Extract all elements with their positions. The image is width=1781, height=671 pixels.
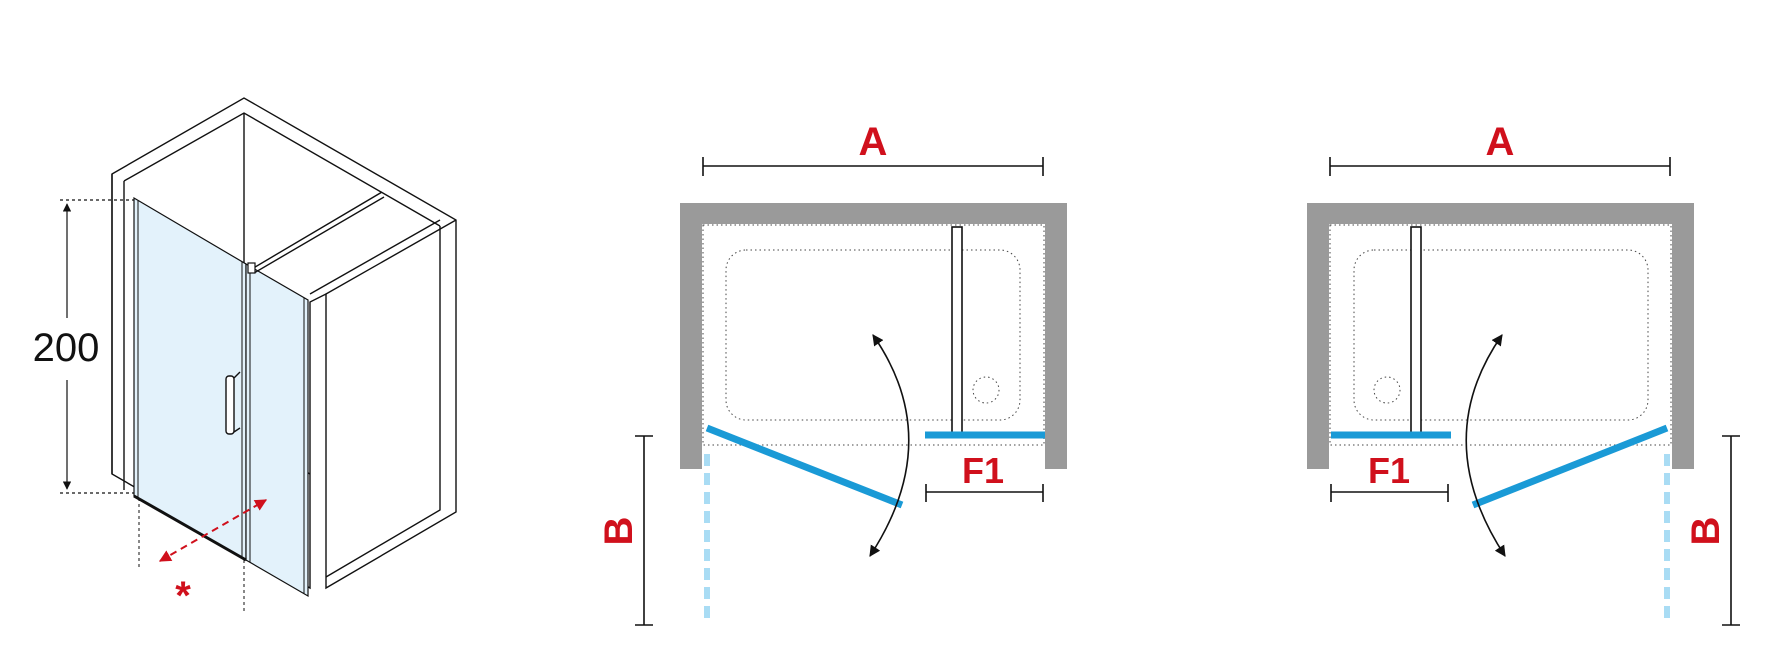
isometric-view: 200 * [33, 97, 457, 618]
plan-left-width-dimension [702, 157, 1044, 176]
plan-right-swing-arrow [1465, 334, 1506, 557]
plan-left-fixed-label: F1 [962, 450, 1004, 491]
plan-left-depth-label: B [597, 517, 641, 546]
height-dimension [60, 199, 134, 494]
plan-left-swing-arrow [869, 334, 910, 557]
plan-right: A F1 B [1307, 120, 1740, 626]
iso-glass [133, 191, 385, 598]
plan-left-drain-icon [972, 376, 1000, 404]
door-handle-icon [225, 371, 241, 435]
opening-note-mark: * [175, 574, 191, 618]
plan-right-drain-icon [1373, 376, 1401, 404]
plan-left-door-panel [705, 424, 904, 509]
plan-right-door-panel [1471, 424, 1669, 509]
iso-fixed-panel [245, 262, 309, 598]
plan-right-fixed-label: F1 [1368, 450, 1410, 491]
plan-left-depth-dimension [635, 435, 653, 626]
opening-dimension: * [138, 498, 268, 618]
plan-right-fixed-dimension [1330, 484, 1449, 502]
plan-left-fixed-dimension [925, 484, 1044, 502]
plan-right-width-dimension [1329, 157, 1671, 176]
plan-right-width-label: A [1486, 120, 1515, 164]
plan-right-depth-dimension [1722, 435, 1740, 626]
plan-right-depth-label: B [1684, 517, 1728, 546]
plan-left: A F1 B [597, 120, 1067, 626]
plan-left-width-label: A [859, 120, 888, 164]
height-label: 200 [33, 326, 100, 370]
